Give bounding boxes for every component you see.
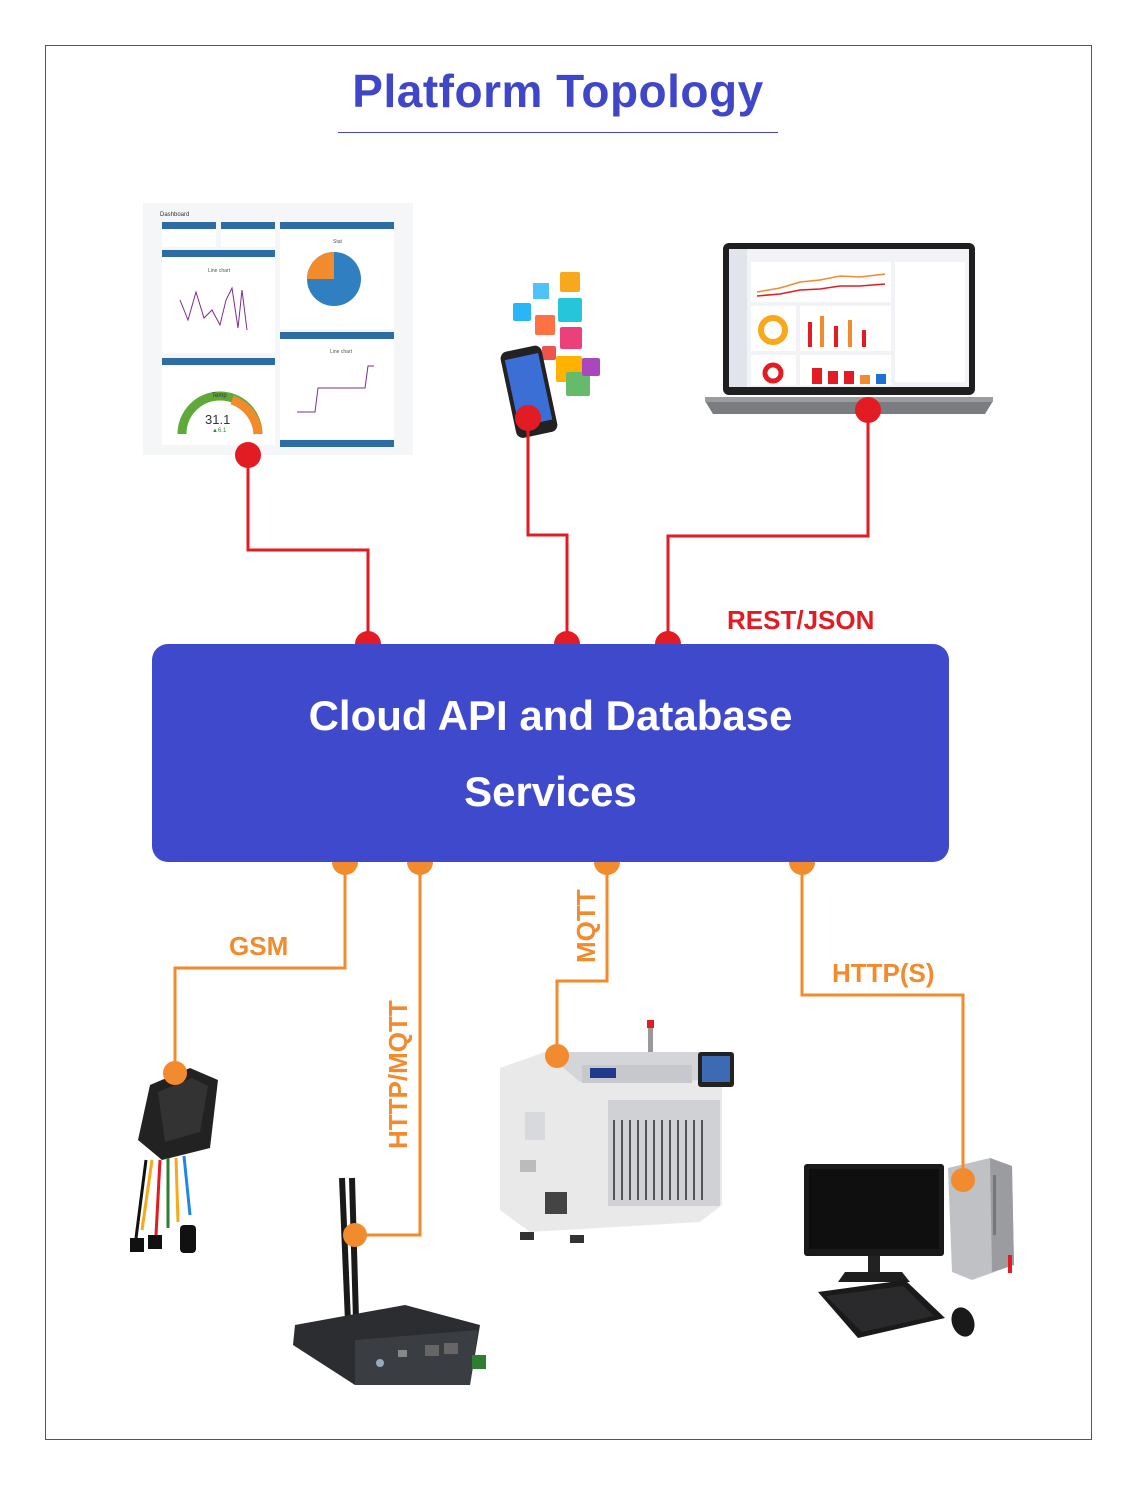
dashboard-link bbox=[246, 455, 370, 644]
dashboard-second-line-chart-title: Line chart bbox=[330, 349, 353, 355]
rest-json-label: REST/JSON bbox=[727, 605, 875, 635]
title-underline bbox=[338, 132, 778, 133]
dashboard-link-dot bbox=[235, 442, 261, 468]
gauge-value: 31.1 bbox=[205, 412, 230, 427]
page-title: Platform Topology bbox=[352, 65, 764, 117]
gps-tracker-icon bbox=[130, 1068, 218, 1253]
mqtt-label: MQTT bbox=[571, 889, 601, 963]
http-mqtt-label: HTTP/MQTT bbox=[383, 1000, 413, 1149]
laptop-link-dot bbox=[855, 397, 881, 423]
smartphone-link-dot bbox=[515, 405, 541, 431]
dashboard-line-chart-title: Line chart bbox=[208, 268, 231, 274]
laptop-dashboard-icon bbox=[705, 243, 993, 414]
desktop-pc-icon bbox=[804, 1158, 1014, 1338]
https-label: HTTP(S) bbox=[832, 958, 935, 988]
dashboard-screenshot: Dashboard Line chart Stat Line chart Tem… bbox=[143, 203, 413, 455]
smt-machine-icon bbox=[500, 1020, 734, 1243]
gauge-label: Temp bbox=[212, 393, 227, 399]
smartphone-apps-icon bbox=[500, 272, 600, 438]
tracker-dot bbox=[163, 1061, 187, 1085]
mqtt-link bbox=[555, 862, 609, 1056]
device-links bbox=[173, 862, 965, 1237]
dashboard-header: Dashboard bbox=[160, 212, 189, 218]
cloud-title-line2: Services bbox=[464, 768, 637, 815]
page-frame bbox=[45, 45, 1092, 1440]
cloud-services-box: Cloud API and Database Services bbox=[152, 644, 949, 862]
router-dot bbox=[343, 1223, 367, 1247]
laptop-link bbox=[666, 410, 870, 644]
https-link bbox=[800, 862, 965, 1180]
gauge-delta: ▲6.1 bbox=[212, 428, 227, 434]
gsm-label: GSM bbox=[229, 931, 289, 961]
client-links bbox=[246, 410, 870, 644]
pc-dot bbox=[951, 1168, 975, 1192]
smartphone-link bbox=[526, 418, 569, 644]
smt-dot bbox=[545, 1044, 569, 1068]
dashboard-stat-title: Stat bbox=[333, 239, 343, 245]
http-mqtt-link bbox=[355, 862, 422, 1237]
router-icon bbox=[293, 1177, 486, 1385]
cloud-title-line1: Cloud API and Database bbox=[308, 692, 793, 739]
gsm-link bbox=[173, 862, 347, 1073]
